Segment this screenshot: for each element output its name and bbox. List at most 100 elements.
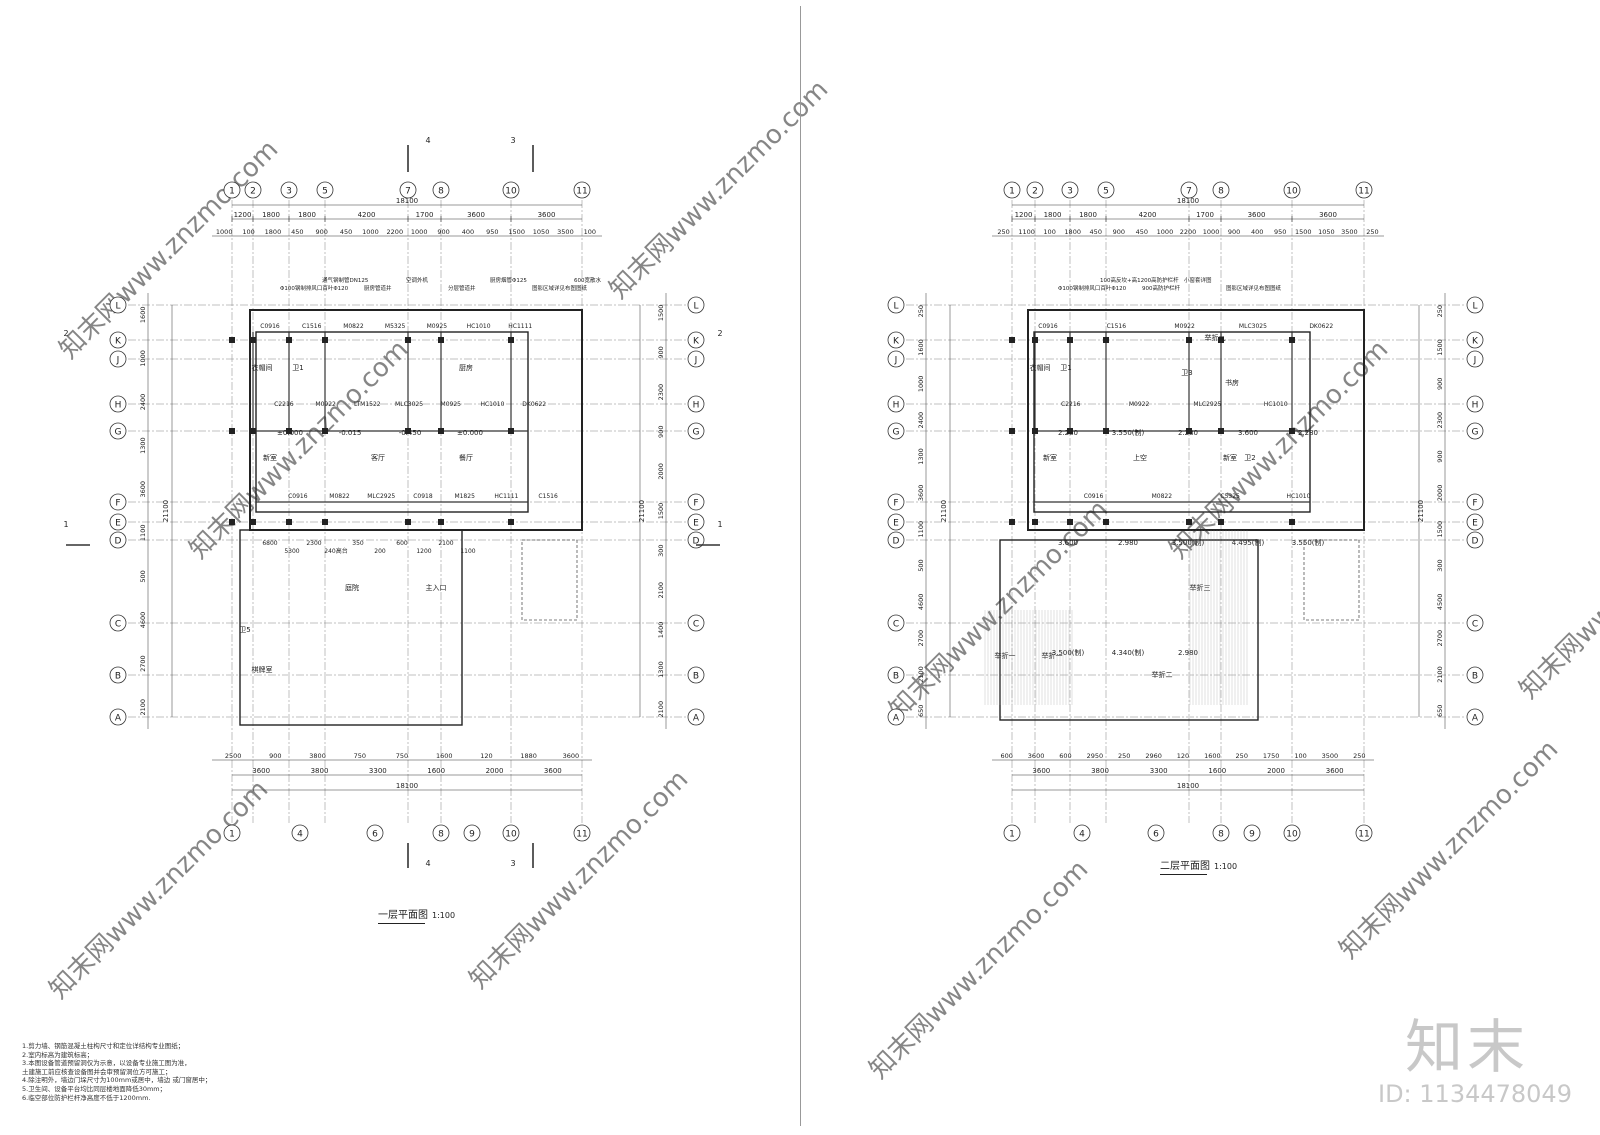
plan1-axis-left-circle [109,531,127,549]
plan1-dim-misc: 200 [374,548,386,555]
plan2-dim-total-height: 21100 [940,500,948,522]
plan2-dim-total-bottom: 18100 [1177,782,1199,790]
watermark-text: 知末网www.znzmo.com [864,854,1095,1085]
plan2-opening-label: C5325 [1220,493,1240,500]
plan1-axis-right-circle [687,331,705,349]
plan1-dim-top1: 1800 [262,211,280,219]
plan1-axis-bottom-circle [573,824,591,842]
plan2-column [1218,519,1224,525]
note-line: 土建施工前应核查设备图并会审预留洞位方可施工； [22,1067,172,1076]
plan2-level-label: 4.340(制) [1112,648,1145,657]
plan2-dim-bottom1: 250 [1353,752,1365,760]
plan1-axis-top-label: 1 [229,187,235,197]
plan2-axis-right-label: E [1472,519,1478,529]
plan2-dim-bottom1: 250 [1236,752,1248,760]
plan1-dim-top1: 3600 [538,211,556,219]
plan1-inner-wall [255,331,529,513]
plan2-dim-right: 1500 [1436,521,1444,538]
plan1-dim-total-bottom: 18100 [396,782,418,790]
plan2-dim-bottom2: 3600 [1032,767,1050,775]
plan1-axis-left-circle [109,666,127,684]
plan1-lower-block [239,529,463,726]
plan2-dim-left: 250 [917,305,925,317]
general-notes: 1.剪力墙、钢筋混凝土柱构尺寸和定位详结构专业图纸； 2.室内标高为建筑标高； … [22,1042,352,1102]
plan2-dim-bottom2: 3600 [1326,767,1344,775]
plan2-axis-right-circle [1466,296,1484,314]
plan1-axis-bottom-circle [463,824,481,842]
plan2-axis-top-circle [1097,181,1115,199]
plan1-axis-left-circle [109,350,127,368]
plan1-axis-right-label: A [693,714,700,724]
plan2-axis-top-circle [1003,181,1021,199]
plan1-axis-right-label: C [693,620,699,630]
plan1-axis-right-circle [687,708,705,726]
plan1-axis-right-label: F [693,499,698,509]
plan2-axis-right-label: D [1472,537,1479,547]
plan2-opening-label: MLC3025 [1239,323,1267,330]
plan1-dim-top1: 1700 [416,211,434,219]
plan1-opening-label: LTM1522 [354,401,381,408]
plan1-room-label: 卫5 [239,626,250,634]
plan1-dim-right: 900 [657,346,665,358]
plan2-axis-right-circle [1466,614,1484,632]
plan2-roof-label: 举折二 [1152,670,1173,679]
plan1-opening-label: C0918 [413,493,433,500]
plan2-column [1067,519,1073,525]
plan2-axis-bottom-label: 8 [1218,830,1224,840]
plan1-level-label: -0.015 [339,429,362,437]
plan1-room-label: 衣帽间 [252,363,273,372]
plan2-dim-right: 2000 [1436,485,1444,502]
plan1-opening-label: M0822 [343,323,364,330]
plan2-room-label: 上空 [1133,453,1147,462]
plan2-dim-bottom1: 2960 [1145,752,1162,760]
plan1-section-mark: 3 [510,859,515,868]
plan1-axis-left-label: D [115,537,122,547]
note-line: 4.除注明外，墙边门垛尺寸为100mm或居中，墙边 或门窗居中； [22,1076,212,1085]
plan2-annotation: 小窗套详图 [1184,276,1212,284]
plan1-room-label: 厨房 [459,363,473,372]
plan2-axis-top-label: 7 [1186,187,1192,197]
plan1-dim-right: 900 [657,426,665,438]
plan1-column [438,428,444,434]
plan1-axis-right-label: G [693,428,700,438]
plan2-axis-right-label: B [1472,672,1478,682]
plan1-section-mark: 1 [717,520,722,529]
plan2-dim-top2: 250 [997,228,1009,236]
plan1-annotation: 厨房烟管Φ125 [490,276,527,284]
plan1-axis-top-circle [280,181,298,199]
plan2-axis-top-label: 5 [1103,187,1109,197]
plan2-dim-top2: 100 [1043,228,1055,236]
plan1-column [322,337,328,343]
plan2-axis-left-label: C [893,620,899,630]
plan1-section-mark: 2 [717,329,722,338]
plan2-room-label: 衣帽间 [1030,363,1051,372]
plan2-dim-top2: 3500 [1341,228,1358,236]
plan1-axis-right-circle [687,350,705,368]
plan2-level-label: 3.600 [1058,539,1078,547]
plan1-dim-top2: 100 [584,228,596,236]
plan2-opening-label: MLC2925 [1193,401,1221,408]
plan1-dim-total-top: 18100 [396,197,418,205]
plan2-room-label: 卫1 [1060,364,1071,372]
plan1-axis-top-label: 10 [505,187,517,197]
plan1-axis-bottom-circle [432,824,450,842]
plan1-axis-right-label: L [693,302,698,312]
plan2-axis-bottom-label: 1 [1009,830,1015,840]
plan2-column [1103,337,1109,343]
plan2-axis-left-label: F [893,499,898,509]
plan2-dim-top1: 3600 [1248,211,1266,219]
plan2-axis-right-label: K [1472,337,1479,347]
plan2-axis-top-label: 11 [1358,187,1369,197]
plan2-axis-top-circle [1026,181,1044,199]
plan1-annotation: 分层管道井 [448,284,476,292]
plan1-axis-right-label: B [693,672,699,682]
plan2-dim-left: 1000 [917,376,925,393]
plan2-dim-right: 2300 [1436,412,1444,429]
plan2-dim-left: 2100 [917,666,925,683]
plan1-axis-bottom-label: 1 [229,830,235,840]
plan1-opening-label: MLC2925 [367,493,395,500]
note-line: 1.剪力墙、钢筋混凝土柱构尺寸和定位详结构专业图纸； [22,1042,185,1050]
plan1-dim-bottom1: 1600 [436,752,453,760]
plan2-axis-top-circle [1355,181,1373,199]
